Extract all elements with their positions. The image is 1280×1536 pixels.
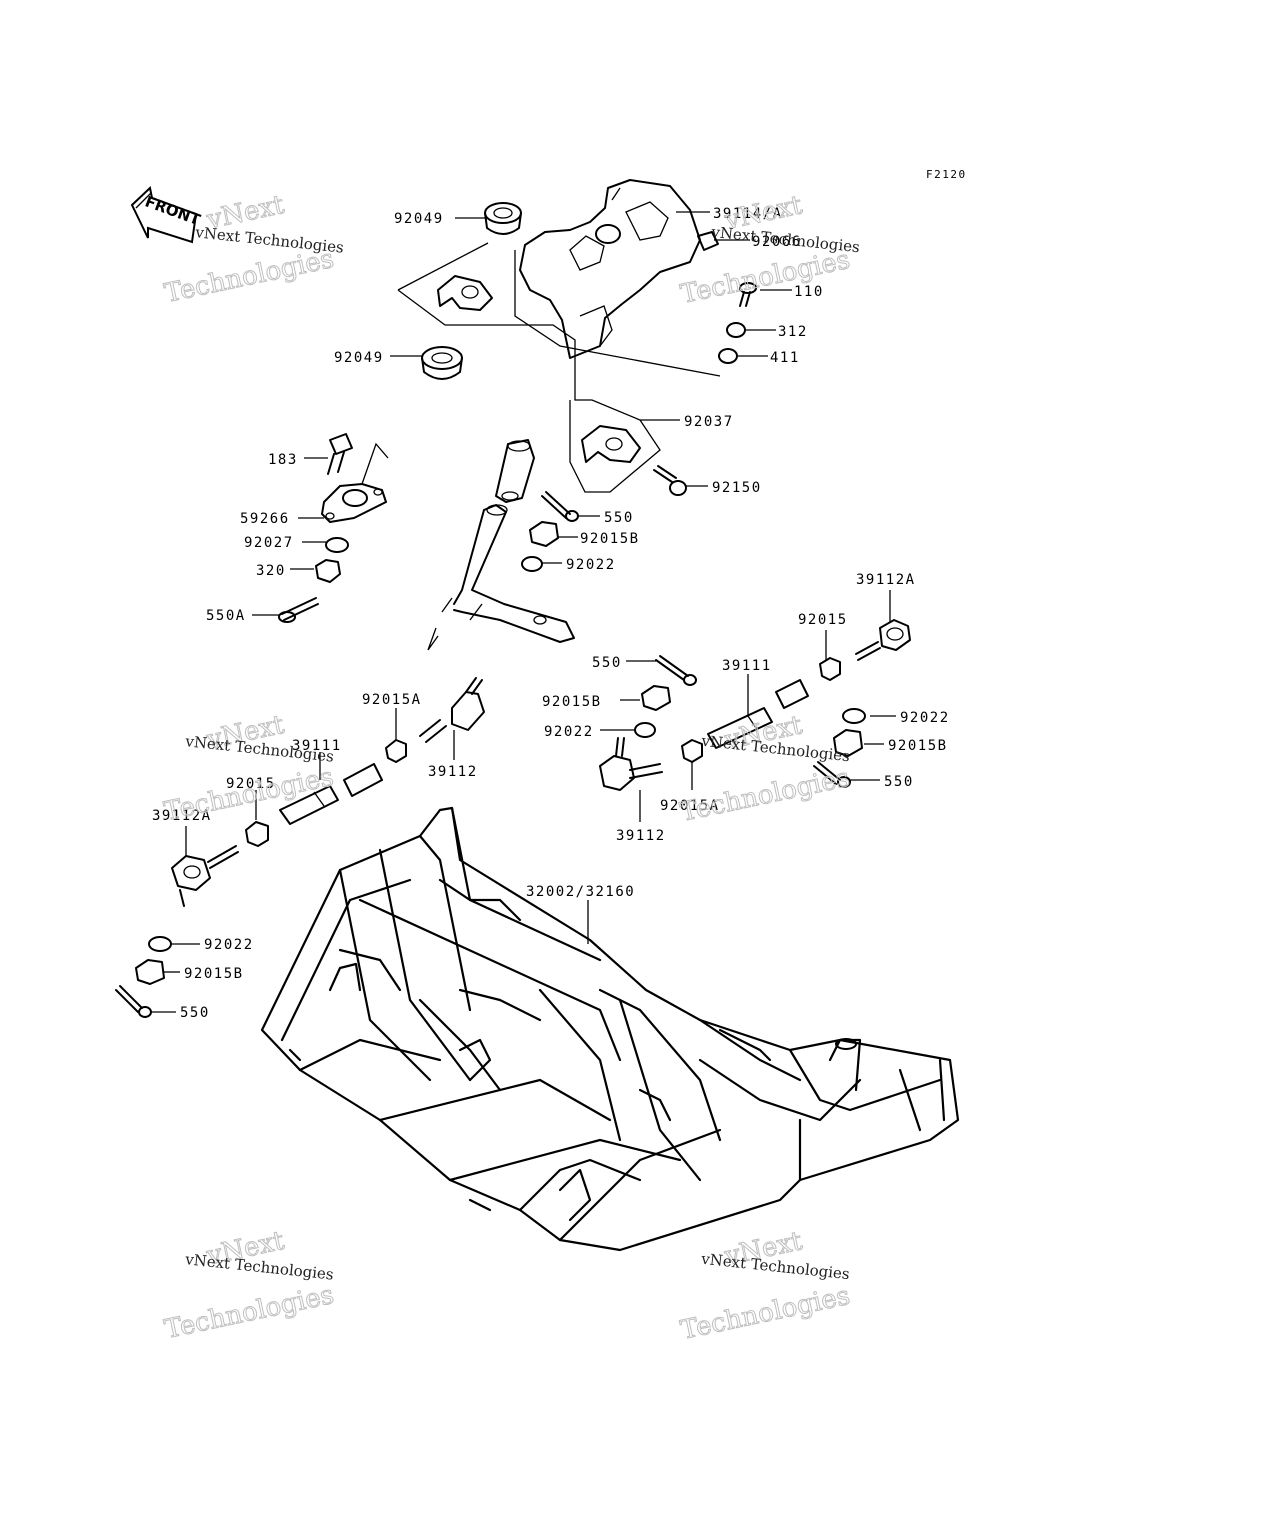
nut-92015B-left [135,959,165,985]
callout-label: 39111 [292,738,342,754]
callout-labels: 92049 39114/A 92066 110 312 411 92049 92… [152,206,950,1021]
callout-label: 110 [794,284,824,300]
cap-92066 [697,231,719,251]
front-arrow-icon: FRONT [130,186,203,244]
callout-label: 92022 [566,557,616,573]
callout-label: 39111 [722,658,772,674]
callout-label: 92027 [244,535,294,551]
cotter-pin-550A [278,597,319,623]
callout-label: 183 [268,452,298,468]
cotter-pin-550-right-lower [813,761,851,788]
callout-label: 550 [180,1005,210,1021]
tie-rod-39111-left [279,763,383,825]
steering-shaft [441,504,575,643]
callout-label: 39112 [616,828,666,844]
callout-label: 92066 [752,234,802,250]
callout-label: 92015B [888,738,948,754]
holder-clamp-right [581,425,641,463]
washer-312 [726,322,746,338]
callout-label: 92015B [184,966,244,982]
bearing-holder-59266 [321,483,387,523]
washer-92022-right-lower [842,708,866,724]
bolt-110 [739,282,757,307]
callout-label: 39114/A [713,206,783,222]
nut-92015B-center [529,521,559,547]
nut-92015A-left [385,739,407,763]
watermark-bottom-right: vNext vNext Technologies Technologies [678,1226,854,1347]
callout-label: 550 [592,655,622,671]
tie-rod-end-39112-right [599,737,663,791]
handlebar-holder-bracket [519,179,701,359]
callout-label: 92015B [542,694,602,710]
callout-label: 92049 [334,350,384,366]
svg-text:Technologies: Technologies [162,762,337,827]
bolt-92150 [653,465,687,496]
svg-text:Technologies: Technologies [678,763,853,828]
nut-92015B-right-lower [833,729,863,757]
svg-text:Technologies: Technologies [162,1280,337,1345]
callout-label: 550A [206,608,246,624]
watermark-mid-right: vNext vNext Technologies Technologies [677,710,853,829]
callout-label: 92022 [544,724,594,740]
callout-label: 550 [604,510,634,526]
callout-label: 92015B [580,531,640,547]
group-outline-2 [514,250,721,377]
washer-92022-right [634,722,656,738]
callout-label: 92015 [226,776,276,792]
watermark-bottom-left: vNext vNext Technologies Technologies [161,1225,337,1345]
callout-label: 92015 [798,612,848,628]
nut-92015B-right [641,685,671,711]
svg-text:Technologies: Technologies [162,244,337,309]
bushing-upper [484,202,522,235]
steering-shaft-upper [495,439,535,503]
hint-line [361,442,389,485]
callout-label: 92022 [204,937,254,953]
leader-lines [152,211,896,1013]
nut-92015-right [819,657,841,681]
callout-label: 320 [256,563,286,579]
tie-rod-end-39112-left [419,603,485,743]
callout-label: 92049 [394,211,444,227]
holder-clamp-left [437,275,493,311]
washer-92022-center [521,556,543,572]
nut-92015A-right [681,739,703,763]
group-outline [397,242,661,493]
nut-92015-left [245,821,269,847]
callout-label: 411 [770,350,800,366]
hint-line [427,627,439,651]
callout-label: 92150 [712,480,762,496]
cotter-pin-550-right-upper [655,655,697,686]
frame-assembly [260,806,960,1252]
callout-label: 39112A [152,808,212,824]
callout-label: 32002/32160 [526,884,635,900]
callout-label: 550 [884,774,914,790]
svg-text:Technologies: Technologies [678,245,853,310]
svg-text:Technologies: Technologies [678,1281,853,1346]
callout-label: 59266 [240,511,290,527]
callout-label: 39112 [428,764,478,780]
callout-label: 92015A [362,692,422,708]
washer-92027 [325,537,349,553]
bushing-lower [421,346,463,380]
tie-rod-end-39112A-left [171,845,239,907]
callout-label: 92015A [660,798,720,814]
figure-code: F2120 [926,168,967,181]
cotter-pin-550-left [115,985,152,1018]
callout-label: 39112A [856,572,916,588]
watermark-mid-left: vNext vNext Technologies Technologies [161,709,337,827]
washer-92022-left [148,936,172,952]
tie-rod-end-39112A-right [855,619,911,661]
washer-411 [718,348,738,364]
callout-label: 92022 [900,710,950,726]
callout-label: 312 [778,324,808,340]
bolt-183 [327,433,353,475]
callout-label: 92037 [684,414,734,430]
nut-320 [315,559,341,583]
tie-rod-39111-right [707,679,809,749]
cotter-pin-550-center [541,491,579,522]
